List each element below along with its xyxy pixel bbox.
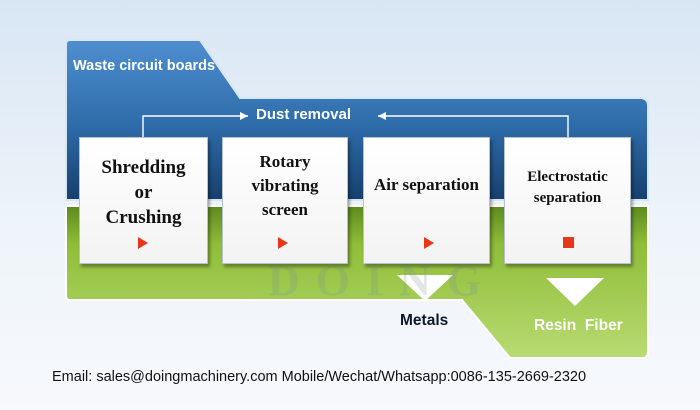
bottom-panel [65, 205, 649, 359]
dust-removal-loop [142, 112, 569, 137]
stage-air-separation: Air separation [363, 137, 490, 264]
metals-output-label: Metals [400, 312, 449, 329]
play-arrow-icon [138, 237, 148, 249]
stage-air-separation-label: Air separation [374, 174, 479, 194]
resin-fiber-output-triangle [546, 278, 604, 306]
metals-output-triangle [397, 275, 453, 301]
contact-line: Email: sales@doingmachinery.com Mobile/W… [52, 369, 587, 385]
dust-removal-label: Dust removal [256, 106, 352, 123]
stage-rotary-screen-label: Rotary vibrating screen [251, 151, 319, 219]
stage-shredding: Shredding or Crushing [79, 137, 208, 264]
stage-electrostatic-separation-label: Electrostatic separation [527, 169, 608, 206]
stage-shredding-label: Shredding or Crushing [101, 157, 186, 228]
stop-square-icon [563, 237, 574, 248]
stage-electrostatic-separation: Electrostatic separation [504, 137, 631, 264]
top-panel [65, 39, 649, 201]
stage-rotary-screen: Rotary vibrating screen [222, 137, 348, 264]
play-arrow-icon [278, 237, 288, 249]
resin-fiber-output-label: Resin Fiber [534, 317, 623, 334]
top-panel-label: Waste circuit boards [73, 58, 216, 74]
watermark-text: DOING [268, 256, 498, 305]
play-arrow-icon [424, 237, 434, 249]
